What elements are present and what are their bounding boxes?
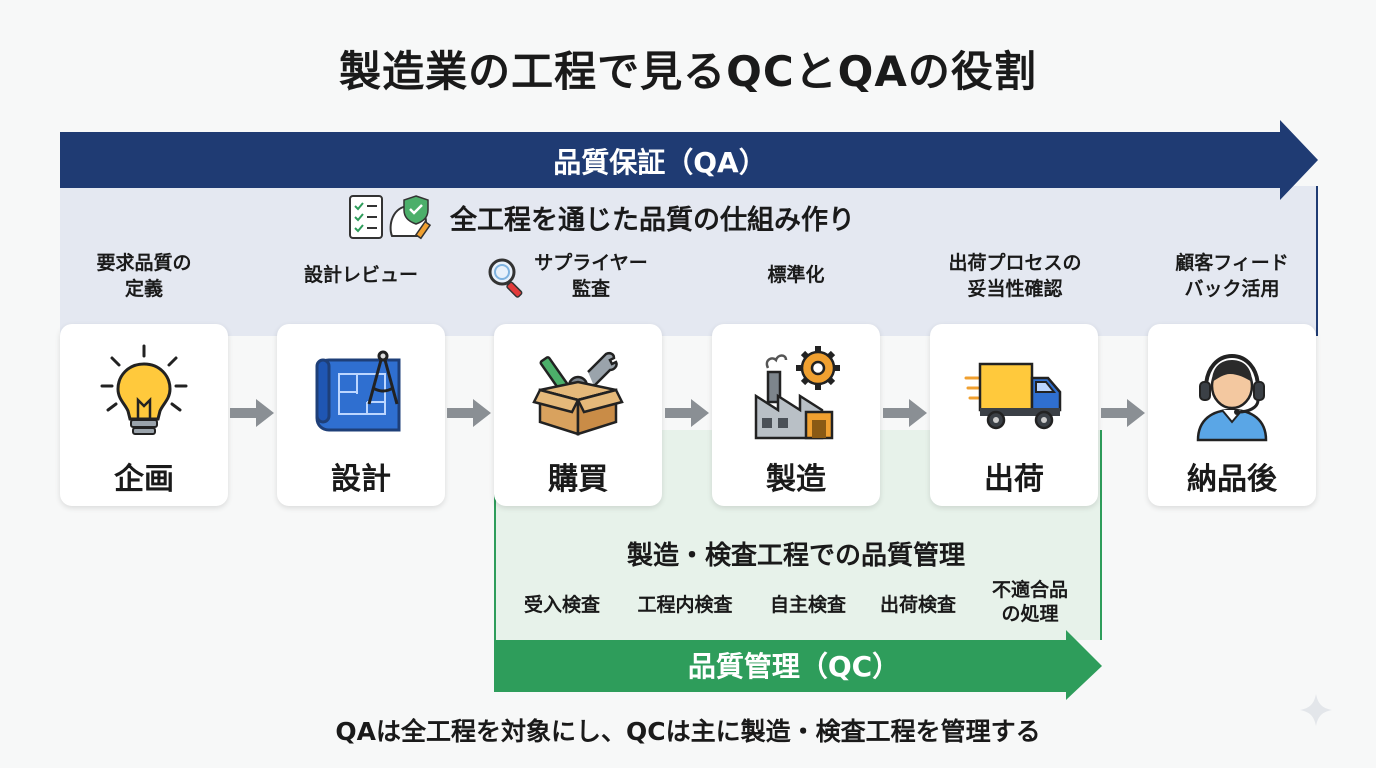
qc-item: 不適合品 の処理 <box>991 579 1068 625</box>
stage-name: 購買 <box>548 462 608 497</box>
stage-card-purchasing: 購買 <box>494 324 662 506</box>
page-title: 製造業の工程で見るQCとQAの役割 <box>339 47 1037 96</box>
qa-label: 品質保証（QA） <box>553 146 767 179</box>
stage-name: 納品後 <box>1187 462 1277 497</box>
factory-gear-icon <box>754 346 840 440</box>
qc-item: 受入検査 <box>523 594 600 616</box>
qc-item: 自主検査 <box>769 594 846 616</box>
task-label-purchasing: サプライヤー 監査 <box>488 250 662 302</box>
blueprint-compass-icon <box>315 350 401 432</box>
stage-name: 設計 <box>331 462 391 497</box>
flow-arrow <box>883 399 927 427</box>
qc-item: 出荷検査 <box>879 594 956 616</box>
flow-arrow <box>447 399 491 427</box>
stage-card-shipping: 出荷 <box>930 324 1098 506</box>
headset-support-icon <box>1196 353 1268 442</box>
qc-arrow-bar <box>494 630 1102 700</box>
stage-card-design: 設計 <box>277 324 445 506</box>
delivery-truck-icon <box>964 362 1062 430</box>
magnifier-icon <box>488 258 523 298</box>
summary-caption: QAは全工程を対象にし、QCは主に製造・検査工程を管理する <box>335 717 1041 746</box>
stage-card-manufacturing: 製造 <box>712 324 880 506</box>
flow-arrow <box>230 399 274 427</box>
qa-scope-region <box>60 186 1318 336</box>
sparkle-icon <box>1300 694 1332 726</box>
flow-arrow <box>665 399 709 427</box>
parts-box-icon <box>532 351 624 436</box>
task-label-after-delivery: 顧客フィード バック活用 <box>1175 252 1289 300</box>
qa-subtitle-icons <box>349 195 432 240</box>
stage-card-planning: 企画 <box>60 324 228 506</box>
task-label-planning: 要求品質の 定義 <box>96 252 192 300</box>
checklist-icon <box>349 195 383 239</box>
task-label-shipping: 出荷プロセスの 妥当性確認 <box>948 252 1082 300</box>
qa-arrow-bar <box>60 120 1318 200</box>
qc-label: 品質管理（QC） <box>687 650 901 683</box>
stage-name: 出荷 <box>984 462 1044 497</box>
qc-heading: 製造・検査工程での品質管理 <box>626 541 965 571</box>
qa-subtitle: 全工程を通じた品質の仕組み作り <box>450 205 855 236</box>
lightbulb-icon <box>100 344 188 435</box>
task-label-manufacturing: 標準化 <box>767 264 825 286</box>
task-label-design: 設計レビュー <box>303 264 418 286</box>
shield-check-head-icon <box>389 195 432 240</box>
flow-arrow <box>1101 399 1145 427</box>
stage-card-after-delivery: 納品後 <box>1148 324 1316 506</box>
stage-name: 企画 <box>114 462 174 497</box>
stage-name: 製造 <box>766 462 826 497</box>
qc-item: 工程内検査 <box>637 594 733 616</box>
